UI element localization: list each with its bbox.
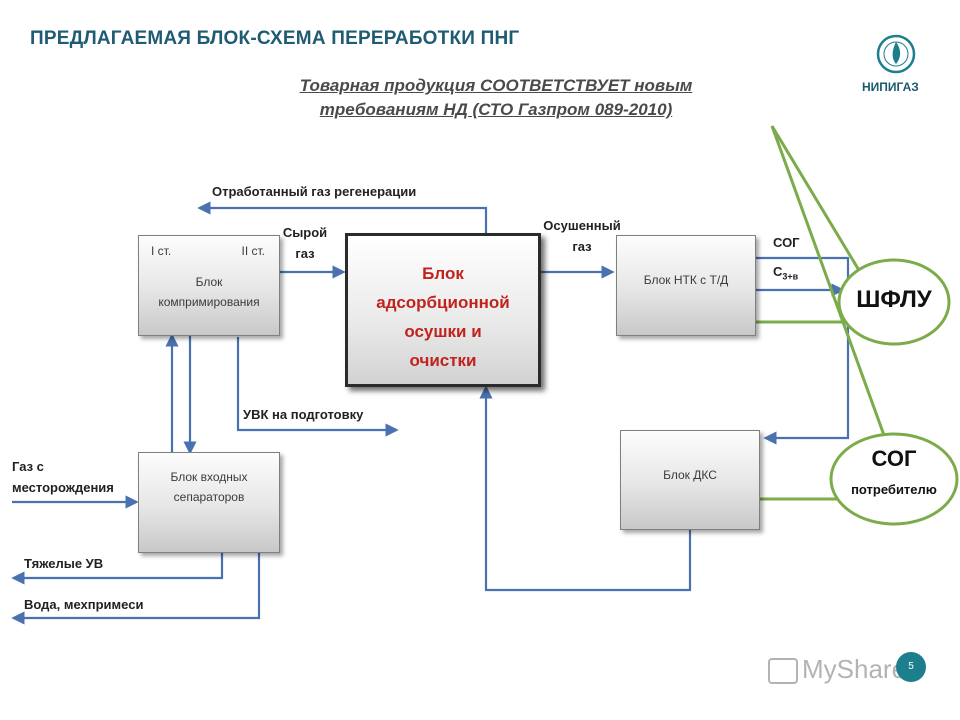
dks-block: Блок ДКС (620, 430, 760, 530)
field-gas-label-1: Газ с (12, 459, 44, 474)
field-gas-label-2: месторождения (12, 480, 114, 495)
regen-gas-arrow (197, 201, 488, 238)
subtitle: Товарная продукция СООТВЕТСТВУЕТ новым т… (236, 74, 756, 122)
subtitle-line-1: Товарная продукция СООТВЕТСТВУЕТ новым (299, 76, 693, 95)
dried-gas-label-1: Осушенный (543, 218, 621, 233)
compression-block: I ст. II ст. Блок компримирования (138, 235, 280, 336)
logo-text: НИПИГАЗ (862, 80, 919, 94)
shflu-label: ШФЛУ (856, 286, 932, 313)
raw-gas-label-1: Сырой (282, 225, 328, 240)
regen-gas-label: Отработанный газ регенерации (212, 184, 417, 199)
sog-flow-label: СОГ (773, 235, 800, 250)
c3-flow-label: С3+в (773, 264, 798, 282)
raw-gas-label-2: газ (295, 246, 315, 261)
dks-label: Блок ДКС (663, 468, 717, 482)
dried-gas-label: Осушенный газ (532, 215, 632, 257)
callout-line-2 (770, 125, 887, 439)
dried-gas-label-2: газ (572, 239, 592, 254)
water-arrow (11, 553, 261, 625)
c3-label-base: С (773, 264, 783, 279)
adsorption-label-4: очистки (409, 351, 477, 370)
nipigaz-logo-icon (876, 34, 916, 74)
sog-product-label: СОГ (871, 446, 917, 471)
sog-oval (829, 432, 959, 526)
adsorption-label-1: Блок (422, 264, 464, 283)
stage-2-label: II ст. (241, 244, 265, 258)
sog-recycle-arrow (756, 256, 850, 445)
ntk-label: Блок НТК с Т/Д (643, 273, 729, 287)
c3-label-sub: 3+в (782, 271, 799, 282)
shflu-oval (837, 258, 951, 346)
adsorption-block: Блок адсорбционной осушки и очистки (345, 233, 541, 387)
uvk-arrow (236, 337, 399, 437)
water-label: Вода, мехпримеси (24, 597, 144, 612)
separators-block: Блок входных сепараторов (138, 452, 280, 553)
adsorption-label-2: адсорбционной (376, 293, 510, 312)
dks-return-arrow (479, 385, 692, 592)
compression-label-2: компримирования (158, 295, 260, 309)
subtitle-line-2: требованиям НД (СТО Газпром 089-2010) (319, 100, 673, 119)
uvk-label: УВК на подготовку (243, 407, 364, 422)
page-title: ПРЕДЛАГАЕМАЯ БЛОК-СХЕМА ПЕРЕРАБОТКИ ПНГ (30, 28, 520, 49)
stage-1-label: I ст. (151, 244, 172, 258)
heavy-hc-arrow (11, 553, 224, 585)
compression-label-1: Блок (195, 275, 223, 289)
separators-label-2: сепараторов (173, 490, 245, 504)
raw-gas-label: Сырой газ (280, 222, 330, 264)
adsorption-label-3: осушки и (404, 322, 482, 341)
field-gas-label: Газ с месторождения (12, 456, 114, 498)
separators-label-1: Блок входных (170, 470, 248, 484)
ntk-block: Блок НТК с Т/Д (616, 235, 756, 336)
sog-consumer-label: потребителю (851, 482, 937, 497)
heavy-hc-label: Тяжелые УВ (24, 556, 104, 571)
page-number: 5 (896, 652, 926, 682)
watermark-icon (768, 658, 798, 685)
